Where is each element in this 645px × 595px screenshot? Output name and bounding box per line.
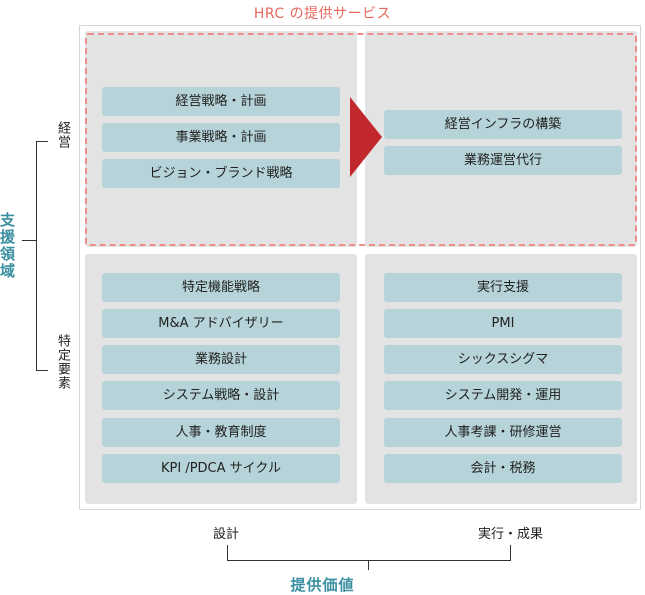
item-management-design-3: ビジョン・ブランド戦略 (102, 159, 340, 188)
provided-value-label: 提供価値 (290, 576, 355, 594)
specific-elements-axis-label: 特定要素 (55, 334, 70, 390)
item-management-execution-2: 業務運営代行 (384, 146, 622, 175)
bottom-bracket-right-tick (510, 545, 511, 560)
item-specific-execution-3: シックスシグマ (384, 345, 622, 374)
services-title: HRC の提供サービス (253, 6, 392, 22)
item-specific-execution-6: 会計・税務 (384, 454, 622, 483)
item-specific-design-2: M&A アドバイザリー (102, 309, 340, 338)
right-arrow-icon (350, 97, 382, 177)
side-bracket-stem (22, 240, 36, 241)
item-management-design-2: 事業戦略・計画 (102, 123, 340, 152)
bottom-bracket-left-tick (227, 545, 228, 560)
item-specific-execution-2: PMI (384, 309, 622, 338)
item-specific-execution-1: 実行支援 (384, 273, 622, 302)
item-specific-execution-5: 人事考課・研修運営 (384, 418, 622, 447)
item-specific-design-6: KPI /PDCA サイクル (102, 454, 340, 483)
side-bracket-bottom-tick (36, 370, 48, 371)
quadrant-management-execution (365, 31, 637, 247)
side-bracket-top-tick (36, 141, 48, 142)
item-specific-design-1: 特定機能戦略 (102, 273, 340, 302)
item-specific-design-3: 業務設計 (102, 345, 340, 374)
management-axis-label: 経営 (55, 121, 70, 149)
item-specific-design-5: 人事・教育制度 (102, 418, 340, 447)
design-axis-label: 設計 (213, 527, 240, 542)
item-management-design-1: 経営戦略・計画 (102, 87, 340, 116)
side-bracket-vertical (36, 141, 37, 371)
hrc-services-highlight (85, 33, 637, 246)
bottom-bracket-horizontal (227, 560, 511, 561)
item-specific-design-4: システム戦略・設計 (102, 381, 340, 410)
item-management-execution-1: 経営インフラの構築 (384, 110, 622, 139)
execution-axis-label: 実行・成果 (478, 527, 544, 542)
support-domain-label: 支援領域 (0, 212, 16, 280)
item-specific-execution-4: システム開発・運用 (384, 381, 622, 410)
bottom-bracket-stem (368, 560, 369, 570)
